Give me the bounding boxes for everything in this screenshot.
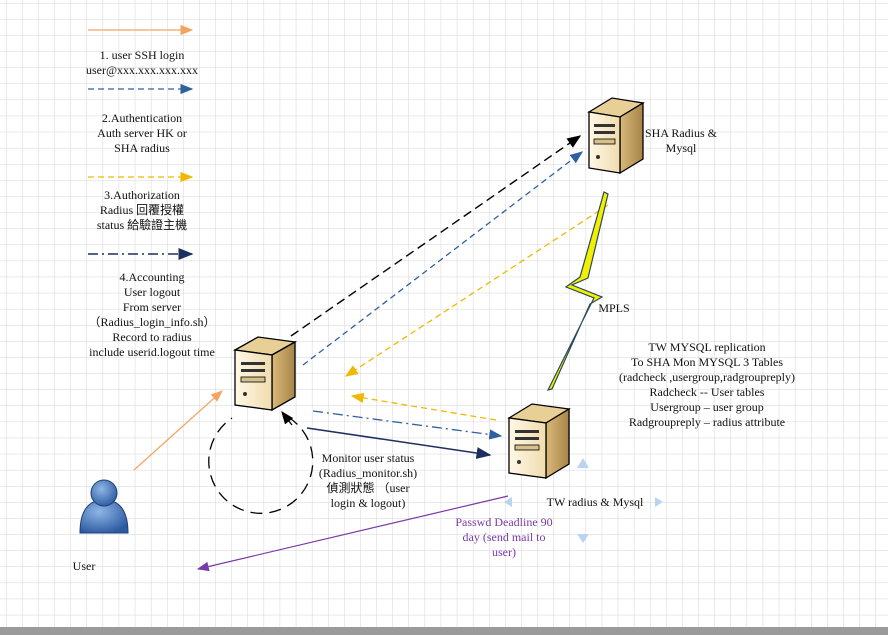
tw-server-icon: [507, 403, 571, 480]
sha-to-server-authz-arrow: [344, 204, 609, 377]
user-to-server-arrow: [133, 390, 223, 471]
tw-server-label: TW radius & Mysql: [546, 495, 644, 509]
server-to-tw-monitor-arrow: [306, 427, 492, 459]
tw-to-server-authz-arrow: [350, 392, 497, 421]
mpls-label: MPLS: [598, 301, 630, 315]
monitor-note: Monitor user status(Radius_monitor.sh)偵測…: [318, 451, 418, 510]
server-to-sha-black-arrow: [290, 135, 582, 337]
tw-handle-right[interactable]: [655, 497, 663, 507]
user-icon: [79, 479, 129, 534]
tw-handle-left[interactable]: [504, 497, 512, 507]
mpls-lightning-icon: [546, 191, 609, 391]
auth-server-icon: [232, 336, 298, 412]
sha-server-label: SHA Radius &Mysql: [644, 126, 717, 155]
sha-server-icon: [587, 97, 645, 175]
tw-handle-bottom[interactable]: [577, 534, 589, 543]
server-to-sha-auth-arrow: [302, 151, 584, 366]
server-to-tw-accounting-arrow: [312, 410, 503, 440]
monitor-loop: [208, 416, 314, 514]
tw-to-user-passwd-arrow: [196, 495, 509, 572]
tw-handle-top[interactable]: [577, 458, 589, 468]
monitor-loop-arrowhead: [281, 410, 294, 426]
user-label: User: [72, 559, 96, 573]
bottom-scrollbar[interactable]: [0, 627, 888, 635]
